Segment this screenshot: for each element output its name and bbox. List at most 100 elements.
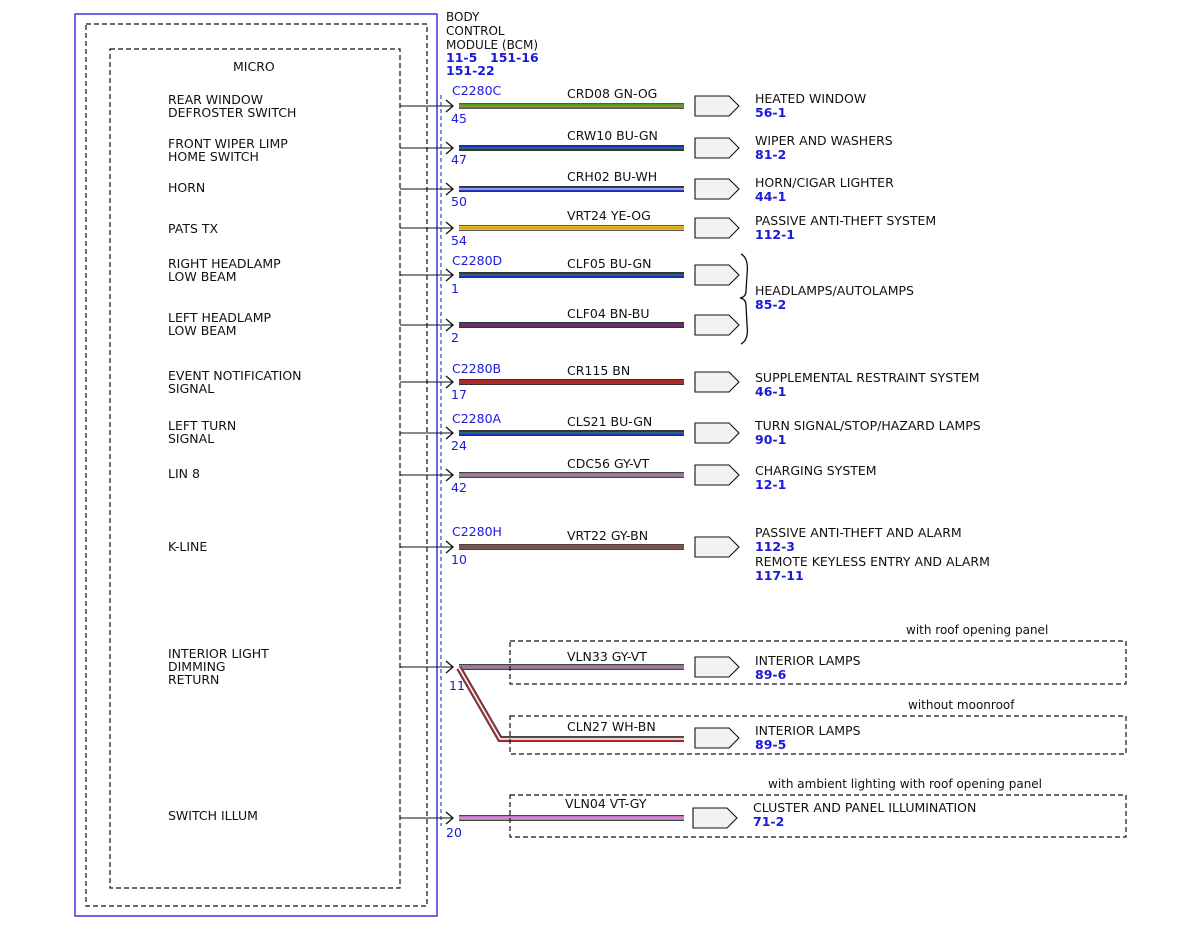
input-label: SIGNAL	[168, 381, 214, 396]
destination-ref: 71-2	[753, 814, 784, 829]
module-title-line-1: BODY	[446, 10, 480, 24]
connector-id: C2280B	[452, 361, 501, 376]
input-label: REAR WINDOW	[168, 92, 263, 107]
destination-name: PASSIVE ANTI-THEFT SYSTEM	[755, 213, 936, 228]
input-label: INTERIOR LIGHT	[168, 646, 269, 661]
destination-ref: 12-1	[755, 477, 786, 492]
circuit-label: VRT24 YE-OG	[567, 208, 651, 223]
circuit-label: CLF04 BN-BU	[567, 306, 649, 321]
bcm-inner-boundary	[85, 23, 428, 907]
wire-cdc56	[459, 472, 684, 478]
destination-name: WIPER AND WASHERS	[755, 133, 893, 148]
wire-clf04	[459, 322, 684, 328]
module-ref-2: 151-16	[490, 50, 539, 65]
circuit-label: CR115 BN	[567, 363, 630, 378]
option-box-roof-panel	[509, 640, 1127, 685]
destination-ref: 117-11	[755, 568, 804, 583]
destination-name: INTERIOR LAMPS	[755, 653, 861, 668]
input-label: RETURN	[168, 672, 219, 687]
wire-clf05	[459, 272, 684, 278]
module-title-line-2: CONTROL	[446, 24, 505, 38]
pin-number: 54	[451, 233, 467, 248]
pin-number: 47	[451, 152, 467, 167]
destination-name: CLUSTER AND PANEL ILLUMINATION	[753, 800, 976, 815]
micro-box	[109, 48, 401, 889]
circuit-label: VRT22 GY-BN	[567, 528, 648, 543]
input-label: HORN	[168, 180, 205, 195]
destination-name: PASSIVE ANTI-THEFT AND ALARM	[755, 525, 962, 540]
circuit-label: VLN04 VT-GY	[565, 796, 647, 811]
circuit-label: CLN27 WH-BN	[567, 719, 656, 734]
destination-ref: 46-1	[755, 384, 786, 399]
pin-number: 45	[451, 111, 467, 126]
wire-cln27	[456, 666, 684, 742]
pin-number: 11	[449, 678, 465, 693]
destination-name: HEADLAMPS/AUTOLAMPS	[755, 283, 914, 298]
connector-id: C2280H	[452, 524, 502, 539]
option-label: without moonroof	[908, 698, 1015, 712]
destination-name: HEATED WINDOW	[755, 91, 866, 106]
input-label: HOME SWITCH	[168, 149, 259, 164]
pin-number: 42	[451, 480, 467, 495]
connector-id: C2280A	[452, 411, 502, 426]
option-label: with roof opening panel	[906, 623, 1048, 637]
circuit-label: CRD08 GN-OG	[567, 86, 657, 101]
destination-name: SUPPLEMENTAL RESTRAINT SYSTEM	[755, 370, 980, 385]
destination-name: INTERIOR LAMPS	[755, 723, 861, 738]
wire-vrt22	[459, 544, 684, 550]
circuit-label: CRW10 BU-GN	[567, 128, 658, 143]
internal-leads	[400, 99, 454, 825]
wire-vln33	[459, 664, 684, 670]
circuit-label: CLF05 BU-GN	[567, 256, 652, 271]
destination-name: HORN/CIGAR LIGHTER	[755, 175, 894, 190]
wire-crh02	[459, 186, 684, 192]
wire-crd08	[459, 103, 684, 109]
input-label: SWITCH ILLUM	[168, 808, 258, 823]
input-label: EVENT NOTIFICATION	[168, 368, 302, 383]
input-label: SIGNAL	[168, 431, 214, 446]
circuit-label: CRH02 BU-WH	[567, 169, 657, 184]
input-label: PATS TX	[168, 221, 218, 236]
destination-name: CHARGING SYSTEM	[755, 463, 877, 478]
destination-ref: 85-2	[755, 297, 786, 312]
option-box-no-moonroof	[509, 715, 1127, 755]
module-ref-3: 151-22	[446, 63, 495, 78]
headlamp-brace	[739, 253, 749, 345]
destination-name: REMOTE KEYLESS ENTRY AND ALARM	[755, 554, 990, 569]
pin-number: 2	[451, 330, 459, 345]
pin-number: 24	[451, 438, 467, 453]
circuit-label: CLS21 BU-GN	[567, 414, 652, 429]
pin-number: 1	[451, 281, 459, 296]
pin-number: 17	[451, 387, 467, 402]
connector-id: C2280D	[452, 253, 502, 268]
destination-ref: 81-2	[755, 147, 786, 162]
destination-name: TURN SIGNAL/STOP/HAZARD LAMPS	[754, 418, 981, 433]
input-label: RIGHT HEADLAMP	[168, 256, 281, 271]
wire-cls21	[459, 430, 684, 436]
input-label: DIMMING	[168, 659, 226, 674]
input-label: K-LINE	[168, 539, 207, 554]
wire-crw10	[459, 145, 684, 151]
input-label: FRONT WIPER LIMP	[168, 136, 288, 151]
pin-number: 50	[451, 194, 467, 209]
wire-vrt24	[459, 225, 684, 231]
option-label: with ambient lighting with roof opening …	[768, 777, 1042, 791]
module-title-line-3: MODULE (BCM)	[446, 38, 538, 52]
option-box-ambient	[509, 794, 1127, 838]
destination-ref: 112-1	[755, 227, 795, 242]
destination-ref: 56-1	[755, 105, 786, 120]
destination-ref: 90-1	[755, 432, 786, 447]
pin-number: 20	[446, 825, 462, 840]
bcm-module-border	[74, 13, 438, 917]
pin-number: 10	[451, 552, 467, 567]
destination-ref: 112-3	[755, 539, 795, 554]
input-label: LEFT TURN	[168, 418, 236, 433]
input-label: LOW BEAM	[168, 269, 237, 284]
input-label: DEFROSTER SWITCH	[168, 105, 296, 120]
circuit-label: VLN33 GY-VT	[567, 649, 647, 664]
destination-ref: 89-5	[755, 737, 786, 752]
module-ref-1: 11-5	[446, 50, 477, 65]
circuit-label: CDC56 GY-VT	[567, 456, 650, 471]
wire-vln04	[459, 815, 684, 821]
